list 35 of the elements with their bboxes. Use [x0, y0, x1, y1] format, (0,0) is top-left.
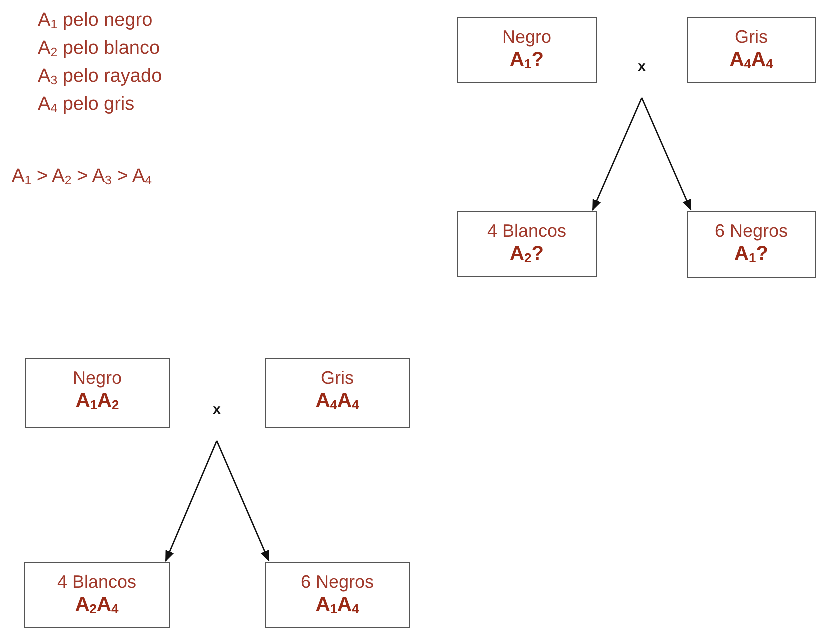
phenotype-label: 6 Negros	[300, 571, 376, 593]
allele-note: A$_{3}$ pelo rayado	[38, 66, 162, 88]
phenotype-label: Gris	[734, 26, 769, 48]
allele-note: A$_{1}$ pelo negro	[38, 10, 153, 32]
allele-note: A$_{2}$ pelo blanco	[38, 38, 160, 60]
phenotype-box	[687, 211, 816, 278]
phenotype-label: Gris	[320, 367, 355, 389]
phenotype-label: 4 Blancos	[56, 571, 138, 593]
genotype-label: A$_{1}$A$_{2}$	[74, 389, 120, 415]
arrow	[216, 440, 270, 562]
genotype-label: A$_{1}$A$_{4}$	[314, 593, 360, 619]
phenotype-label: Negro	[72, 367, 124, 389]
phenotype-label: 6 Negros	[714, 220, 790, 242]
dominance-order: A$_{1}$ > A$_{2}$ > A$_{3}$ > A$_{4}$	[12, 166, 152, 188]
phenotype-label: Negro	[501, 26, 553, 48]
phenotype-label: 4 Blancos	[486, 220, 568, 242]
allele-note: A$_{4}$ pelo gris	[38, 94, 135, 116]
phenotype-box	[24, 562, 170, 628]
genotype-label: A$_{4}$A$_{4}$	[728, 48, 774, 74]
genotype-label: A$_{1}$?	[734, 242, 770, 268]
cross-symbol: x	[212, 401, 222, 417]
phenotype-box	[687, 17, 816, 83]
genotype-label: A$_{2}$?	[509, 242, 545, 268]
arrow	[592, 98, 643, 212]
phenotype-box	[25, 358, 170, 428]
genotype-label: A$_{4}$A$_{4}$	[314, 389, 360, 415]
phenotype-box	[457, 17, 597, 83]
cross-symbol: x	[637, 58, 647, 74]
genotype-label: A$_{2}$A$_{4}$	[74, 593, 120, 619]
genotype-label: A$_{1}$?	[509, 48, 545, 74]
phenotype-box	[265, 358, 410, 428]
phenotype-box	[457, 211, 597, 277]
arrow	[641, 98, 692, 212]
arrow	[165, 440, 218, 562]
phenotype-box	[265, 562, 410, 628]
